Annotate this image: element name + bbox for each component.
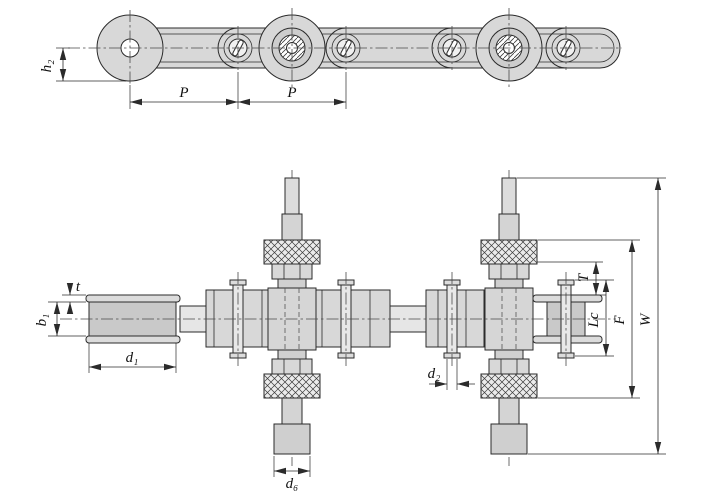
dimension-d6: d₆ [273, 456, 311, 492]
dim-label-d6: d₆ [286, 476, 299, 492]
dimension-h2: h₂ [39, 47, 126, 82]
dim-label-d1: d₁ [126, 350, 139, 366]
wheel-axle-assembly-left [263, 169, 321, 467]
dimension-d1: d₁ [88, 343, 177, 373]
inner-link-plan-2 [313, 289, 391, 348]
inner-plate-edge [551, 33, 615, 63]
centerlines-plan [60, 272, 616, 366]
dim-label-Lc: Lc [586, 312, 602, 328]
dimension-T: T [537, 261, 606, 296]
dim-label-W: W [638, 312, 654, 326]
dimension-F: F [538, 239, 640, 399]
dim-label-d2: d₂ [428, 366, 441, 382]
dimension-W: W [517, 177, 666, 455]
dim-label-p-left: P [178, 85, 188, 101]
dim-label-t: t [76, 279, 81, 295]
dimension-Lc: Lc [575, 279, 614, 357]
dim-label-b1: b₁ [34, 314, 50, 327]
side-view: h₂ P P [39, 8, 622, 109]
wheel-axle-assembly-right [480, 169, 538, 467]
centerlines-side [68, 8, 622, 90]
outer-plate-bottom [85, 335, 181, 344]
dimension-pitch: P P [129, 72, 347, 109]
dimension-d2: d₂ [428, 359, 475, 390]
dim-label-T: T [576, 272, 592, 282]
outer-plate-top [85, 294, 181, 303]
dimension-t: t [62, 279, 86, 314]
dim-label-h2: h₂ [39, 60, 55, 73]
dim-label-F: F [612, 315, 628, 326]
dim-label-p-right: P [286, 85, 296, 101]
plan-view: b₁ t d₁ d₂ d₆ [34, 169, 666, 492]
